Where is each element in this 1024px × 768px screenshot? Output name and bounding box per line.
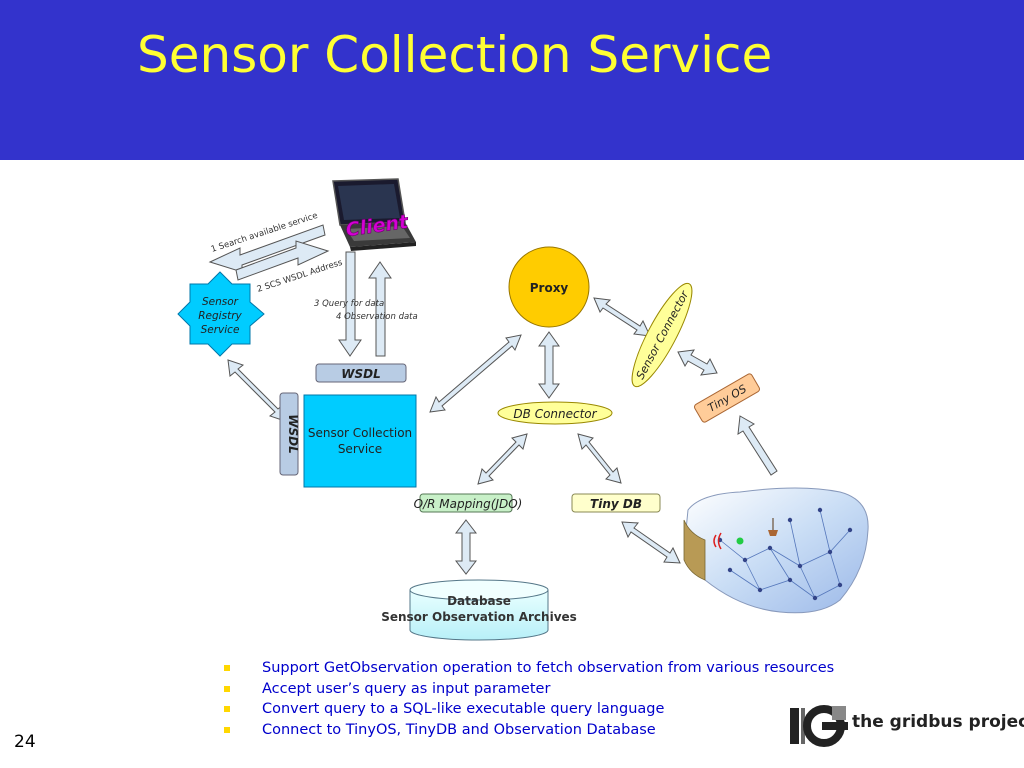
arrow-dbconnector-ormapping bbox=[477, 433, 528, 485]
wsdl-top-label: WSDL bbox=[341, 367, 381, 381]
arrow-proxy-dbconnector bbox=[538, 331, 560, 399]
client-laptop-icon bbox=[332, 178, 416, 251]
database-cylinder bbox=[409, 579, 549, 641]
registry-label-2: Registry bbox=[198, 310, 242, 322]
or-mapping-label: O/R Mapping(JDO) bbox=[414, 497, 523, 511]
gridbus-logo: the gridbus project bbox=[786, 700, 1024, 750]
registry-label-1: Sensor bbox=[202, 296, 239, 308]
database-label-2: Sensor Observation Archives bbox=[381, 610, 577, 624]
logo-text: the gridbus project bbox=[852, 712, 1024, 732]
bullet-item: Connect to TinyOS, TinyDB and Observatio… bbox=[224, 720, 834, 741]
bullet-item: Accept user’s query as input parameter bbox=[224, 679, 834, 700]
db-connector-label: DB Connector bbox=[513, 407, 597, 421]
bullet-marker bbox=[224, 685, 230, 692]
or-mapping-box bbox=[419, 493, 513, 513]
database-label-1: Database bbox=[447, 594, 511, 608]
tinydb-box bbox=[571, 493, 661, 513]
tinydb-label: Tiny DB bbox=[590, 497, 642, 511]
arrow-proxy-sensorconnector bbox=[593, 297, 651, 337]
slide-number: 24 bbox=[14, 732, 36, 752]
proxy-label: Proxy bbox=[530, 281, 569, 295]
bullet-text: Connect to TinyOS, TinyDB and Observatio… bbox=[262, 721, 656, 738]
db-connector-ellipse bbox=[497, 401, 613, 425]
sensor-network-image bbox=[683, 487, 869, 614]
arrow-tinydb-network bbox=[621, 521, 681, 564]
arrow-dbconnector-tinydb bbox=[577, 433, 622, 484]
bullet-text: Support GetObservation operation to fetc… bbox=[262, 660, 835, 676]
tinyos-box bbox=[694, 373, 760, 423]
observation-label: 4 Observation data bbox=[336, 312, 418, 322]
arrow-tinyos-network bbox=[737, 415, 778, 476]
arrow-observation-up bbox=[368, 261, 392, 357]
scs-label-1: Sensor Collection bbox=[308, 426, 412, 440]
sensor-connector-ellipse bbox=[631, 282, 693, 388]
registry-label-3: Service bbox=[201, 324, 240, 336]
arrow-sensorconnector-tinyos bbox=[677, 349, 718, 376]
bullet-item: Convert query to a SQL-like executable q… bbox=[224, 699, 834, 720]
wsdl-side-label: WSDL bbox=[286, 414, 300, 454]
slide-title: Sensor Collection Service bbox=[137, 26, 773, 84]
bullet-marker bbox=[224, 726, 230, 733]
bullet-text: Convert query to a SQL-like executable q… bbox=[262, 701, 665, 717]
title-bar bbox=[0, 0, 1024, 160]
wsdl-side-box bbox=[279, 392, 299, 476]
scs-label-2: Service bbox=[338, 442, 382, 456]
bullet-list: Support GetObservation operation to fetc… bbox=[224, 658, 834, 740]
arrow-ormapping-database bbox=[454, 519, 478, 575]
proxy-circle bbox=[508, 246, 590, 328]
bullet-marker bbox=[224, 665, 230, 671]
arrow-wsdl-address bbox=[235, 240, 330, 281]
scs-box bbox=[303, 394, 417, 488]
query-label: 3 Query for data bbox=[314, 299, 384, 309]
arrow-query-down bbox=[338, 251, 362, 357]
bullet-text: Accept user’s query as input parameter bbox=[262, 680, 551, 697]
gridbus-logo-icon bbox=[790, 705, 848, 747]
bullet-marker bbox=[224, 706, 230, 712]
bullet-item: Support GetObservation operation to fetc… bbox=[224, 658, 834, 679]
wsdl-top-box bbox=[315, 363, 407, 383]
arrow-scs-proxy bbox=[429, 334, 522, 413]
arrow-registry-scs bbox=[227, 359, 286, 422]
sensor-registry-star bbox=[177, 271, 265, 357]
